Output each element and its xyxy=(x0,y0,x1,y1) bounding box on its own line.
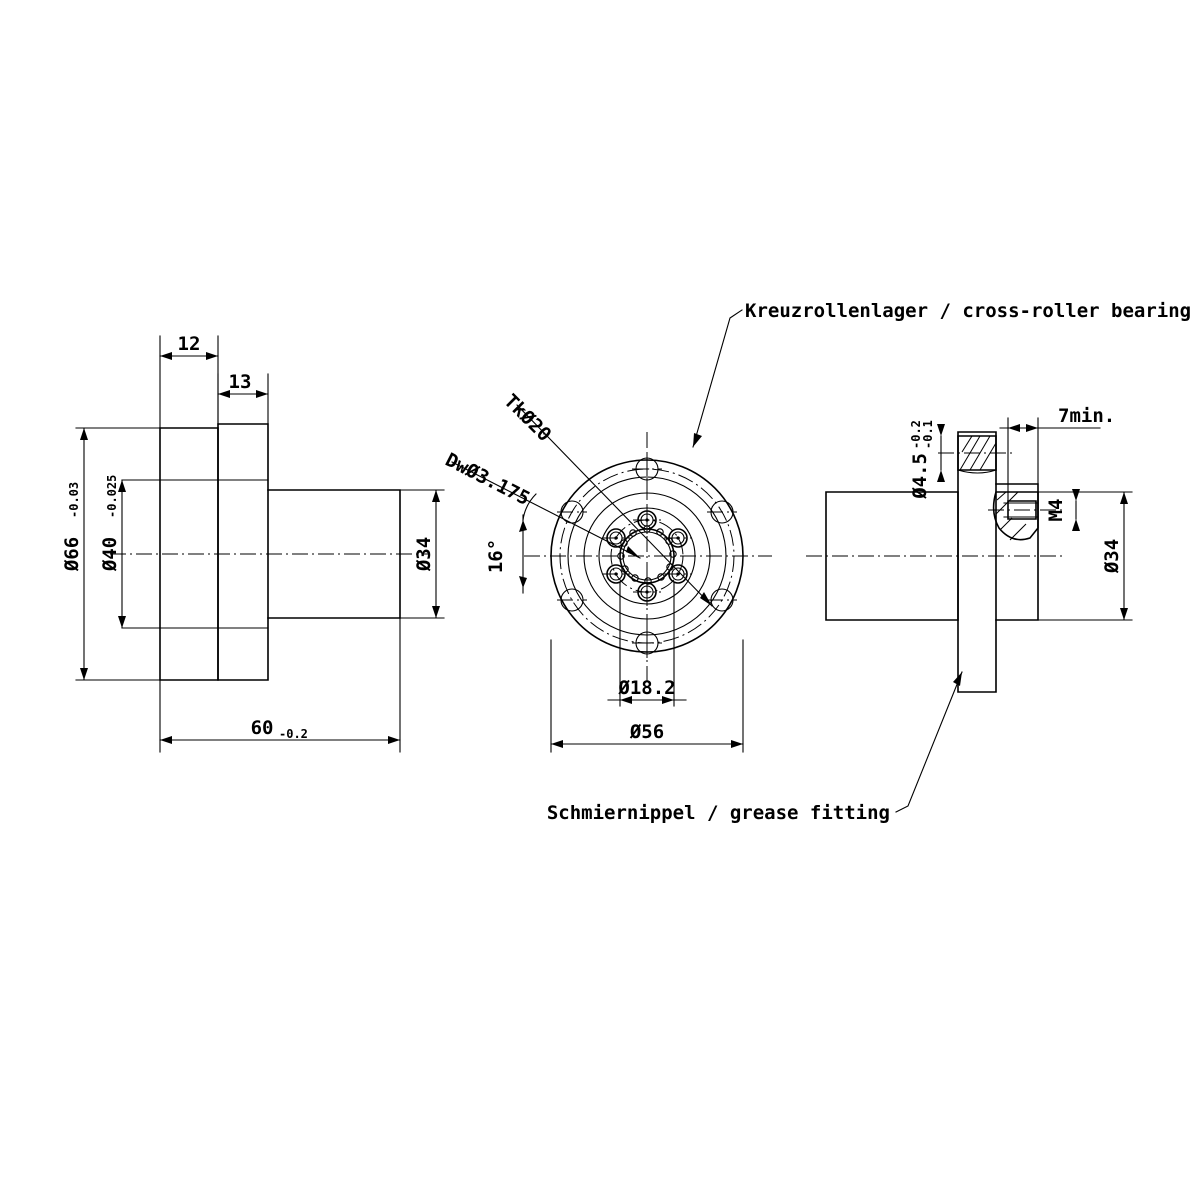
center-front-view: TkØ20 DwØ3.175 16° Ø18.2 Ø56 xyxy=(442,390,772,753)
dim-label-m4: M4 xyxy=(1045,499,1067,522)
dim-label-tk20: TkØ20 xyxy=(499,390,555,446)
dim-tol-40: -0.025 xyxy=(105,475,119,518)
arrow-m4-top xyxy=(1072,489,1080,501)
dim-label-40: Ø40 xyxy=(99,537,121,572)
annotation-layer: Kreuzrollenlager / cross-roller bearing … xyxy=(547,300,1191,824)
dim-tol-45-upper: -0.2 xyxy=(909,420,923,449)
dim-label-16deg: 16° xyxy=(485,539,507,573)
leader-tk20 xyxy=(516,404,713,607)
dim-label-dw3175: DwØ3.175 xyxy=(442,449,534,510)
arrow-56-left xyxy=(551,740,563,748)
dim-label-56: Ø56 xyxy=(629,721,664,743)
left-side-view: 12 13 Ø66 -0.03 Ø40 -0.025 xyxy=(61,333,445,753)
dim-label-45: Ø4.5 xyxy=(909,453,931,500)
arrow-12-right xyxy=(206,352,218,360)
dim-label-66: Ø66 xyxy=(61,537,83,572)
arrow-34L-bottom xyxy=(432,606,440,618)
angle-arrow-bottom xyxy=(519,576,527,588)
leader-arrow-grease-fitting xyxy=(953,672,962,686)
leader-line-cross-roller-bearing xyxy=(692,309,743,448)
arrow-34R-bottom xyxy=(1120,608,1128,620)
leader-dw xyxy=(451,461,641,559)
arrow-60-right xyxy=(388,736,400,744)
right-side-view: Ø4.5 -0.2 -0.1 7min. M4 Ø34 xyxy=(806,405,1133,693)
arrow-66-bottom xyxy=(80,668,88,680)
dim-tol-66: -0.03 xyxy=(67,482,81,518)
arrow-66-top xyxy=(80,428,88,440)
arrow-34L-top xyxy=(432,490,440,502)
dim-label-60: 60 xyxy=(251,717,274,739)
angle-arrow-top xyxy=(519,520,527,532)
hole-45-break-line xyxy=(957,469,997,474)
arrow-182-left xyxy=(620,696,632,704)
arrow-40-top xyxy=(118,480,126,492)
arrow-m4-bottom xyxy=(1072,519,1080,531)
grease-pocket-outline xyxy=(992,491,1039,541)
dim-label-12: 12 xyxy=(178,333,201,355)
dim-tol-60: -0.2 xyxy=(279,727,308,741)
m4-thread-hole xyxy=(1007,500,1037,520)
right-flange-outline xyxy=(957,431,997,693)
arrow-45-bottom xyxy=(937,470,945,482)
dim-label-34-left: Ø34 xyxy=(413,537,435,572)
dim-label-13: 13 xyxy=(229,371,252,393)
arrow-40-bottom xyxy=(118,616,126,628)
annotation-label-cross-roller-bearing: Kreuzrollenlager / cross-roller bearing xyxy=(745,300,1191,322)
arrow-56-right xyxy=(731,740,743,748)
dim-label-7min: 7min. xyxy=(1058,405,1115,427)
grease-pocket-hatching xyxy=(995,491,1027,541)
arrow-182-right xyxy=(662,696,674,704)
dim-label-34-right: Ø34 xyxy=(1101,539,1123,574)
leader-tk20-arrow xyxy=(700,592,712,606)
arrow-60-left xyxy=(160,736,172,744)
angle-arc xyxy=(522,493,537,521)
arrow-7min-left xyxy=(1008,424,1020,432)
annotation-label-grease-fitting: Schmiernippel / grease fitting xyxy=(547,802,890,824)
arrow-13-left xyxy=(218,390,230,398)
right-boss-outline xyxy=(995,483,1039,621)
dim-tol-45-lower: -0.1 xyxy=(921,420,935,449)
leader-dw-arrow xyxy=(626,546,640,558)
leader-arrow-cross-roller-bearing xyxy=(693,433,702,447)
arrow-45-top xyxy=(937,424,945,436)
arrow-34R-top xyxy=(1120,492,1128,504)
arrow-13-right xyxy=(256,390,268,398)
arrow-12-left xyxy=(160,352,172,360)
leader-line-grease-fitting xyxy=(895,671,963,813)
dim-label-182: Ø18.2 xyxy=(617,677,675,699)
left-step-outline xyxy=(217,423,269,681)
arrow-7min-right xyxy=(1026,424,1038,432)
